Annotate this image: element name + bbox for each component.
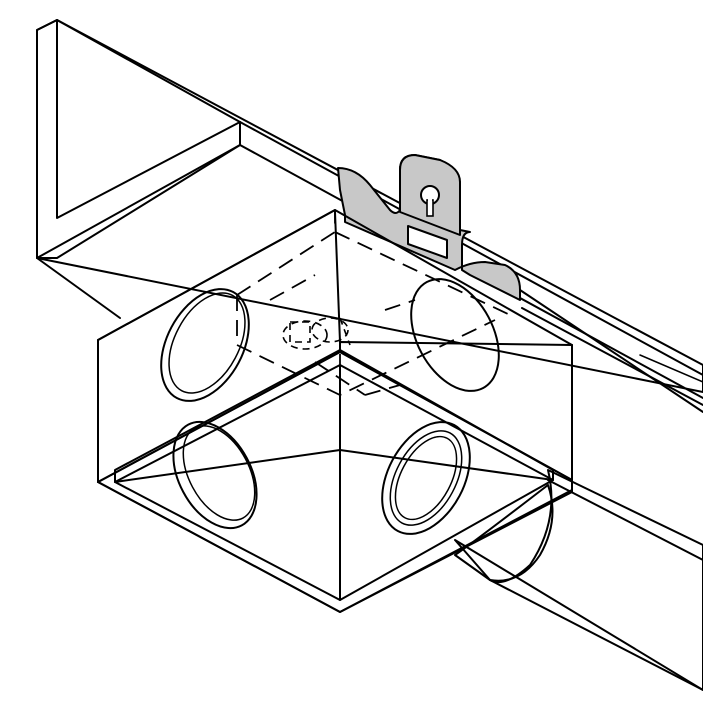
mounting-bracket <box>337 154 521 301</box>
beam-bottom-edge-right <box>519 289 703 413</box>
conduit-body <box>454 469 703 691</box>
beam-end-face-inner <box>56 19 241 219</box>
box-inner-back-edge <box>114 349 554 483</box>
beam-step <box>36 121 241 259</box>
box-inner-cube-left <box>114 449 341 483</box>
conduit <box>454 469 703 691</box>
junction-box <box>97 209 573 613</box>
box-left-face <box>97 209 341 483</box>
left-face-knockout <box>160 288 250 402</box>
inner-left-knockout <box>172 420 258 530</box>
right-face-knockout <box>410 278 500 392</box>
hidden-lines <box>236 210 511 397</box>
inner-right-knockout <box>381 421 471 535</box>
bracket-slot <box>407 225 448 259</box>
beam-detail-line <box>639 354 703 383</box>
beam-bottom-edge <box>36 257 121 319</box>
beam-front-edge <box>239 121 703 376</box>
conduit-bottom-edge <box>489 579 703 691</box>
conduit-top-edge <box>547 479 703 561</box>
box-bottom-outline <box>97 481 573 613</box>
conduit-end <box>454 484 554 582</box>
beam-bottom-edge-right2 <box>521 307 703 406</box>
keyhole-icon <box>420 185 440 217</box>
